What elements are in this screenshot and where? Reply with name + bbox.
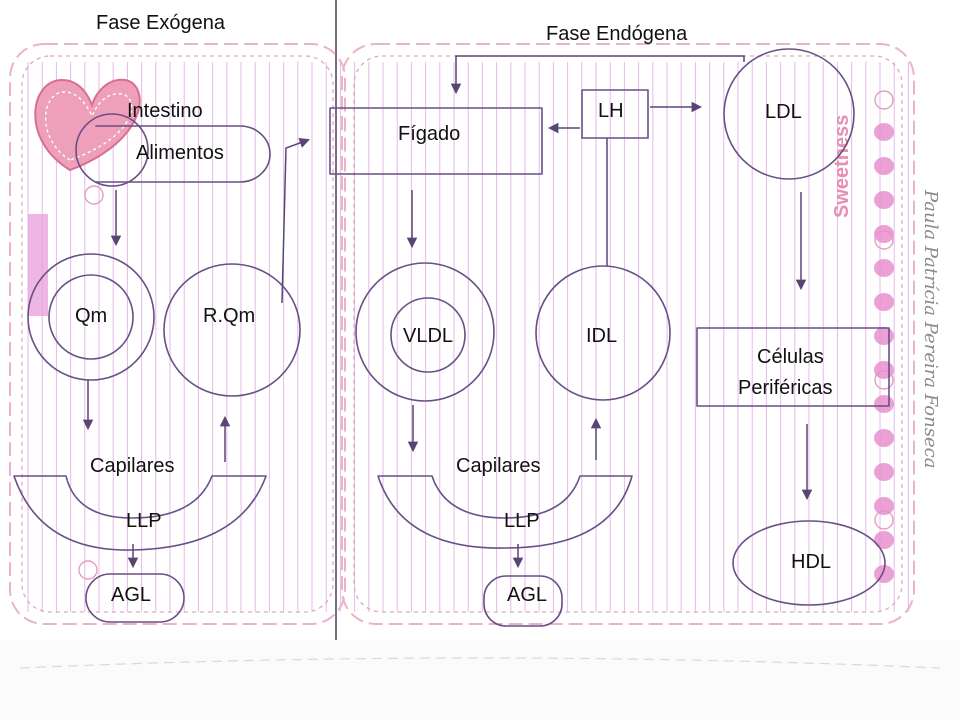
heading-fase-endogena: Fase Endógena — [546, 23, 688, 45]
heart-icon — [34, 78, 141, 172]
apple-icon — [874, 327, 894, 345]
intestino-circle — [75, 113, 149, 187]
bottom-strip — [0, 640, 960, 720]
label-ldl: LDL — [765, 101, 802, 123]
flower-icon — [874, 90, 894, 110]
right-frame-dots — [353, 55, 903, 613]
idl-circle — [535, 265, 671, 401]
label-qm: Qm — [75, 305, 107, 327]
label-alimentos: Alimentos — [136, 142, 224, 164]
apple-icon — [874, 497, 894, 515]
capilares-vessel-right — [377, 475, 633, 549]
heart-stitch-icon — [45, 91, 133, 161]
label-agl-left: AGL — [111, 584, 151, 606]
label-hdl: HDL — [791, 551, 831, 573]
exogenous-phase: Intestino Alimentos Qm R.Qm Capilares LL… — [13, 100, 310, 623]
capilares-vessel-left — [13, 475, 267, 551]
handwritten-signature: Paula Patrícia Pereira Fonseca — [920, 189, 941, 468]
label-rqm: R.Qm — [203, 305, 255, 327]
label-llp-right: LLP — [504, 510, 540, 532]
label-figado: Fígado — [398, 123, 460, 145]
label-capilares-right: Capilares — [456, 455, 540, 477]
hdl-ellipse — [732, 520, 886, 606]
label-llp-left: LLP — [126, 510, 162, 532]
heading-fase-exogena: Fase Exógena — [96, 12, 226, 34]
left-frame — [9, 43, 346, 625]
apple-icon — [874, 123, 894, 141]
label-intestino: Intestino — [127, 100, 203, 122]
vldl-outer-circle — [355, 262, 495, 402]
rqm-circle — [163, 263, 301, 397]
right-frame — [341, 43, 915, 625]
apple-icon — [874, 395, 894, 413]
apple-icon — [874, 225, 894, 243]
label-celulas: Células — [757, 346, 824, 368]
left-frame-dots — [21, 55, 334, 613]
sweetness-sticker: Sweetness — [831, 115, 853, 218]
label-capilares-left: Capilares — [90, 455, 174, 477]
pink-tab-decoration — [28, 214, 48, 316]
vldl-inner-circle — [390, 297, 466, 373]
qm-outer-circle — [27, 253, 155, 381]
apple-icon — [874, 259, 894, 277]
apple-icon — [874, 361, 894, 379]
qm-inner-circle — [48, 274, 134, 360]
celulas-perifericas-box — [696, 327, 890, 407]
label-vldl: VLDL — [403, 325, 453, 347]
apple-icon — [874, 191, 894, 209]
lh-box — [581, 89, 649, 139]
apple-decorations — [874, 123, 894, 583]
label-lh: LH — [598, 100, 624, 122]
apple-icon — [874, 157, 894, 175]
label-perifericas: Periféricas — [738, 377, 832, 399]
bottom-perforation — [19, 657, 941, 669]
flower-icon — [78, 560, 98, 580]
label-idl: IDL — [586, 325, 617, 347]
decorative-frame — [9, 43, 915, 625]
alimentos-box — [95, 125, 271, 183]
apple-icon — [874, 429, 894, 447]
apple-icon — [874, 531, 894, 549]
ldl-circle — [723, 48, 855, 180]
apple-icon — [874, 293, 894, 311]
figado-box — [329, 107, 543, 175]
agl-box-left — [85, 573, 185, 623]
flower-icon — [84, 185, 104, 205]
label-agl-right: AGL — [507, 584, 547, 606]
apple-icon — [874, 463, 894, 481]
arrow-ldl-to-figado — [450, 55, 745, 95]
endogenous-phase: Fígado LH LDL VLDL IDL Capilares LLP AGL… — [329, 48, 890, 627]
heart-decoration — [34, 78, 141, 172]
arrow-rqm-to-figado — [281, 137, 310, 304]
agl-box-right — [483, 575, 563, 627]
